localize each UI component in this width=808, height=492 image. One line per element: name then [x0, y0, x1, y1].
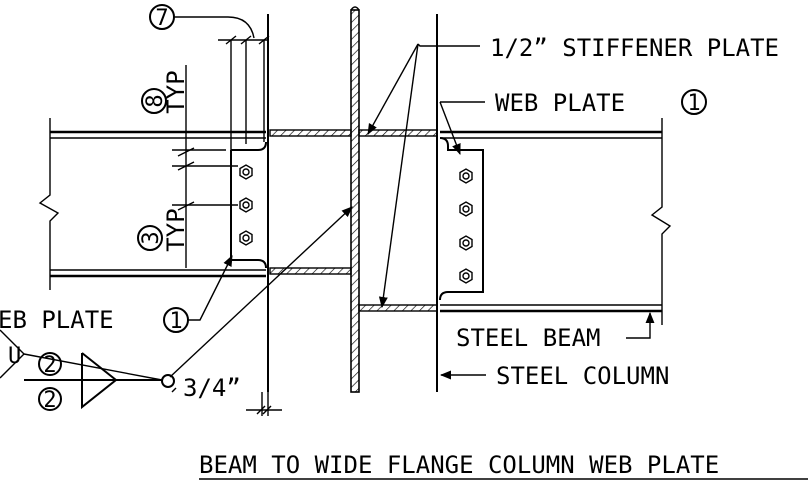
- dimension-lines: [172, 35, 270, 268]
- web-plate-right-callout: WEB PLATE 1: [439, 89, 707, 156]
- left-bolt-group: [239, 164, 253, 246]
- detail-7-label: 7: [155, 6, 168, 31]
- stiffener-callout: 1/2” STIFFENER PLATE: [367, 34, 779, 309]
- bolt-icon: [459, 235, 473, 251]
- bolt-icon: [459, 201, 473, 217]
- left-web-plate: [230, 141, 267, 269]
- steel-beam-callout: STEEL BEAM: [456, 311, 655, 352]
- column-web: [350, 9, 360, 393]
- left-break-line: [38, 118, 60, 290]
- right-beam: [440, 118, 672, 325]
- typ-upper-label: TYP: [162, 70, 190, 113]
- web-plate-left-label: EB PLATE: [0, 306, 114, 334]
- bolt-icon: [459, 168, 473, 184]
- title-label: BEAM TO WIDE FLANGE COLUMN WEB PLATE: [199, 451, 719, 479]
- bolt-icon: [239, 230, 253, 246]
- right-break-line: [650, 118, 672, 325]
- steel-beam-label: STEEL BEAM: [456, 324, 601, 352]
- right-web-plate: [439, 137, 484, 301]
- weld-top-label: 2: [43, 353, 56, 378]
- steel-column-callout: STEEL COLUMN: [439, 362, 669, 390]
- bolt-icon: [239, 164, 253, 180]
- detail-8-callout: 8 TYP: [141, 70, 190, 114]
- detail-8-label: 8: [143, 94, 168, 107]
- drawing-title: BEAM TO WIDE FLANGE COLUMN WEB PLATE: [199, 451, 808, 480]
- weld-bottom-label: 2: [43, 388, 56, 413]
- bolt-icon: [459, 268, 473, 284]
- weld-size-dimension: 3/4”: [171, 374, 282, 416]
- left-beam: [38, 118, 266, 290]
- weld-tail-label: U: [8, 344, 21, 369]
- web-plate-left-callout: EB PLATE 1: [0, 254, 233, 334]
- bolt-icon: [239, 197, 253, 213]
- web-plate-left-ref: 1: [169, 309, 182, 334]
- steel-column: [267, 6, 438, 393]
- weld-symbol: U 2 2: [0, 206, 353, 413]
- typ-lower-label: TYP: [162, 208, 190, 251]
- web-plate-right-ref: 1: [687, 91, 700, 116]
- steel-column-label: STEEL COLUMN: [496, 362, 669, 390]
- stiffener-label: 1/2” STIFFENER PLATE: [490, 34, 779, 62]
- right-bolt-group: [459, 168, 473, 284]
- detail-3-label: 3: [139, 231, 164, 244]
- detail-3-callout: 3 TYP: [137, 208, 190, 252]
- weld-size-label: 3/4”: [183, 374, 241, 402]
- web-plate-right-label: WEB PLATE: [495, 89, 625, 117]
- stiffener-plates: [269, 129, 438, 312]
- detail-7-callout: 7: [149, 4, 255, 39]
